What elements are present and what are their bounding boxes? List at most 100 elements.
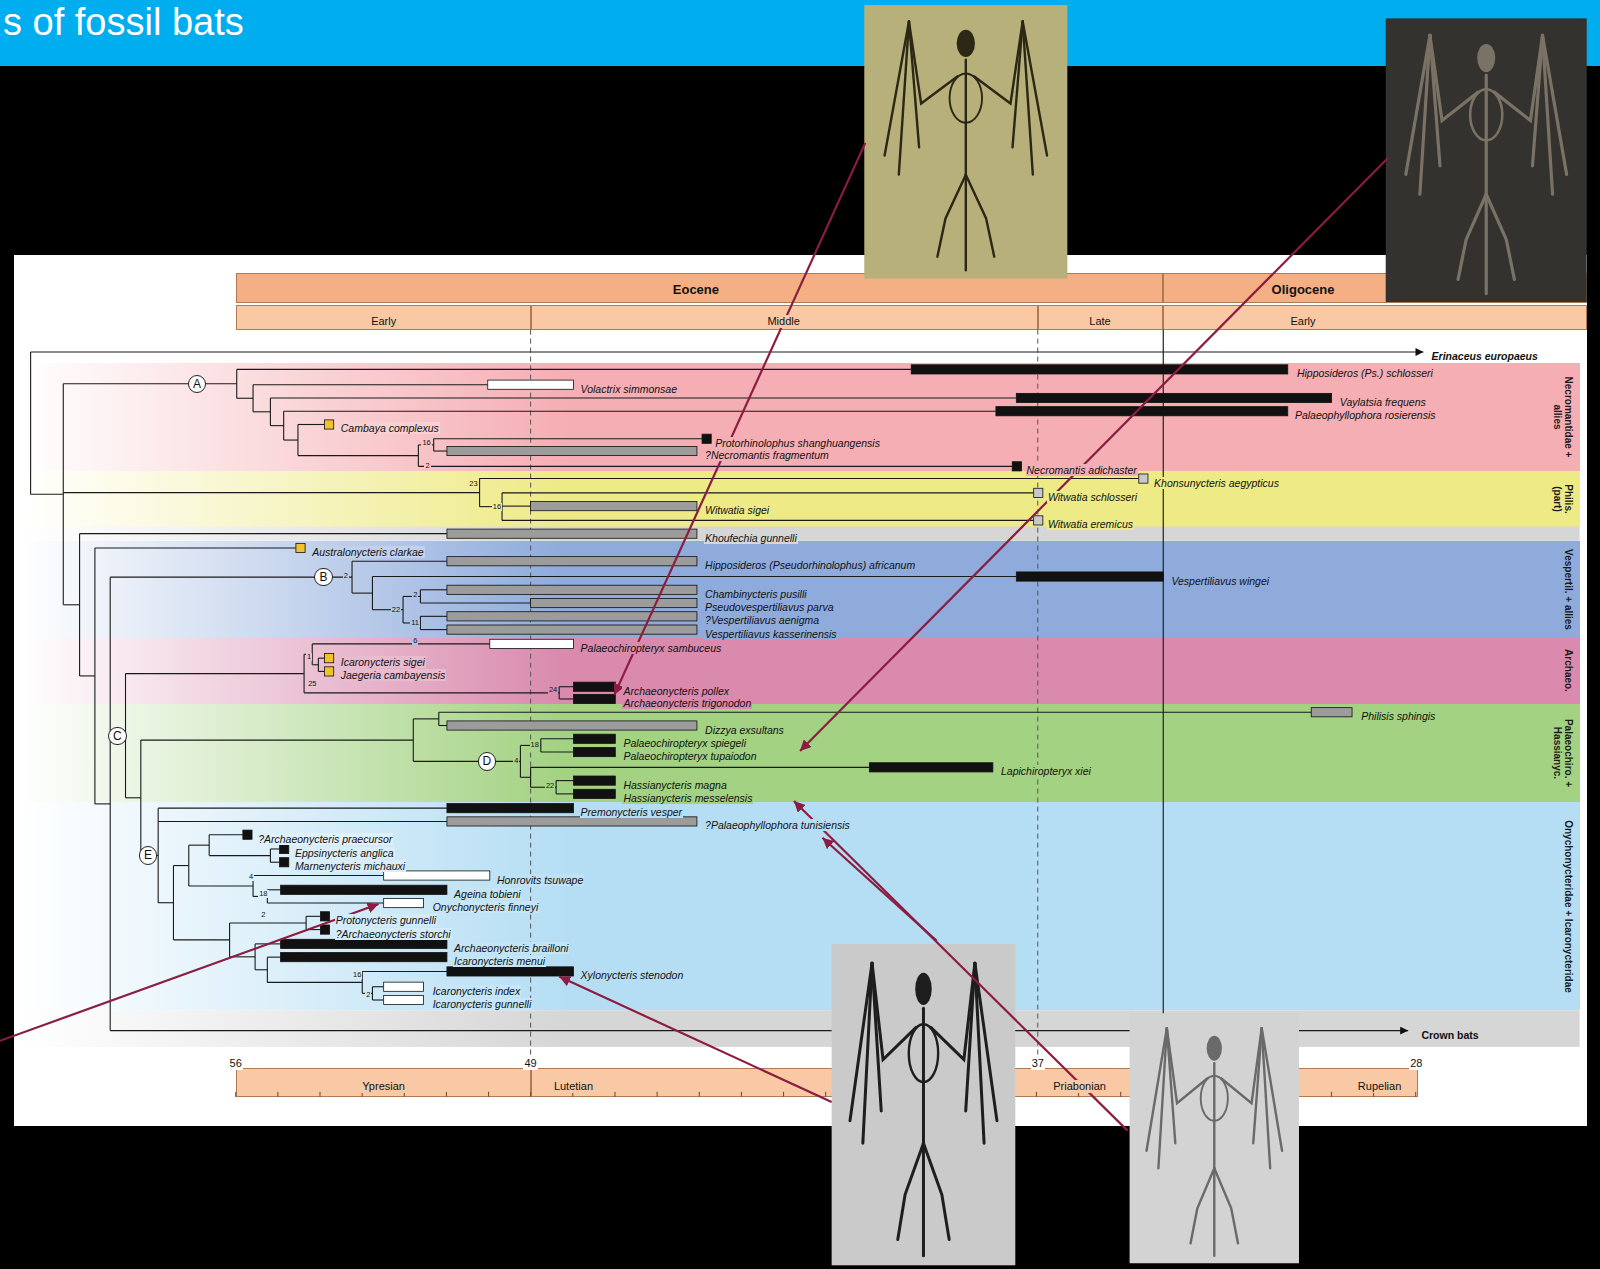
clade-circle: A — [188, 375, 206, 393]
branch — [413, 761, 520, 762]
range-bar — [869, 763, 992, 772]
label-anchor: 22 — [391, 598, 401, 616]
branch — [298, 424, 325, 425]
bone — [966, 175, 994, 257]
axis-tick — [1120, 1092, 1121, 1097]
label-anchor: Necromantis adichaster — [1026, 460, 1138, 478]
occurrence-square — [1139, 474, 1148, 483]
label-anchor: 18 — [258, 882, 268, 900]
taxon-name: Jaegeria cambayensis — [340, 669, 446, 681]
photo-ground — [1386, 18, 1587, 302]
clade-name: Vespertil. + allies — [1563, 545, 1574, 634]
range-bars — [243, 365, 1352, 1005]
subepoch-header: Early — [236, 305, 531, 329]
period-name: Lutetian — [552, 1080, 595, 1093]
taxon-name: Dizzya exsultans — [704, 724, 785, 736]
bone — [975, 963, 984, 1143]
branch — [502, 492, 1034, 493]
subepoch-header: Late — [1038, 305, 1164, 329]
taxon-name: Hipposideros (Ps.) schlosseri — [1296, 367, 1434, 379]
branch — [318, 658, 324, 659]
bone — [1486, 194, 1514, 279]
label-anchor: Archaeonycteris brailloni — [453, 938, 569, 956]
branch — [267, 957, 280, 958]
taxon-name: Icaronycteris gunnelli — [432, 998, 533, 1010]
taxon-name: Marnenycteris michauxi — [294, 860, 406, 872]
taxon-name: Archaeonycteris brailloni — [453, 942, 569, 954]
support-value: 6 — [412, 637, 418, 645]
branch — [110, 577, 352, 578]
label-anchor: Palaeochiropteryx sambuceus — [580, 638, 723, 656]
node-letter: D — [482, 755, 491, 767]
branch — [420, 589, 447, 590]
subepoch-header: Early — [1163, 305, 1586, 329]
bone — [923, 1143, 949, 1239]
label-anchor: 16 — [352, 963, 362, 981]
skull — [915, 973, 932, 1005]
occurrence-square — [702, 434, 711, 443]
bone — [965, 60, 967, 175]
support-value: 22 — [391, 606, 401, 614]
taxon-name: Xylonycteris stenodon — [580, 969, 685, 981]
branch — [125, 674, 126, 798]
occurrence-square — [243, 830, 252, 839]
taxon-name: Khonsunycteris aegypticus — [1153, 477, 1280, 489]
axis-tick — [404, 1092, 405, 1097]
support-value: 18 — [530, 741, 540, 749]
clade-circle: C — [108, 727, 126, 745]
taxon-name: Lapichiropteryx xiei — [1000, 765, 1092, 777]
branch — [372, 576, 1016, 577]
occurrence-square — [320, 912, 329, 921]
axis-tick — [1373, 1092, 1374, 1097]
range-bar — [488, 380, 574, 389]
taxon-name: ?Necromantis fragmentum — [704, 449, 830, 461]
branch — [126, 797, 141, 798]
age-number: 56 — [229, 1057, 243, 1070]
taxon-name: ?Archaeonycteris praecursor — [257, 833, 393, 845]
bone — [1167, 1028, 1175, 1143]
photo-ground — [1130, 1013, 1299, 1263]
title-bar: s of fossil bats — [0, 0, 1600, 66]
node-letter: E — [144, 849, 152, 861]
axis-tick — [699, 1092, 700, 1097]
branch — [352, 561, 447, 562]
grey-band — [20, 527, 1579, 541]
label-anchor: 1 — [306, 645, 312, 663]
label-anchor: Hassianycteris magna — [622, 775, 727, 793]
branch — [439, 712, 1311, 713]
axis-tick — [783, 1092, 784, 1097]
bone — [922, 1008, 925, 1143]
clade-circle: D — [478, 752, 496, 770]
bone — [1213, 1168, 1215, 1256]
time-line — [1163, 330, 1164, 1069]
taxon-name: Hipposideros (Pseudorhinolophus) african… — [704, 559, 916, 571]
branch — [237, 398, 253, 399]
branch — [318, 671, 324, 672]
branch — [80, 675, 95, 676]
range-bar — [447, 612, 697, 621]
range-bar — [573, 747, 615, 756]
clade-circle: E — [139, 846, 157, 864]
range-bar — [1311, 708, 1352, 717]
label-anchor: 25 — [307, 672, 317, 690]
bone — [863, 963, 872, 1143]
label-anchor: Eppsinycteris anglica — [294, 843, 395, 861]
range-bar — [996, 407, 1288, 416]
label-anchor: Lapichiropteryx xiei — [1000, 761, 1092, 779]
branch — [352, 593, 372, 594]
fossil-photo — [1130, 1013, 1299, 1263]
bone — [1532, 35, 1542, 165]
branch — [559, 686, 573, 687]
time-line — [1037, 330, 1038, 1069]
clade-name: Onychonycteridae + Icaronycteridae — [1563, 806, 1574, 1006]
bone — [922, 1143, 925, 1256]
taxon-name: Icaronycteris sigei — [340, 656, 426, 668]
branch — [253, 411, 270, 412]
axis-tick — [277, 1092, 278, 1097]
label-anchor: 37 — [1031, 1053, 1045, 1071]
label-anchor: ?Palaeophyllophora tunisiensis — [704, 815, 851, 833]
bone — [1485, 194, 1488, 293]
label-anchor: Honrovits tsuwape — [496, 870, 584, 888]
label-anchor: Philisis sphingis — [1360, 706, 1436, 724]
